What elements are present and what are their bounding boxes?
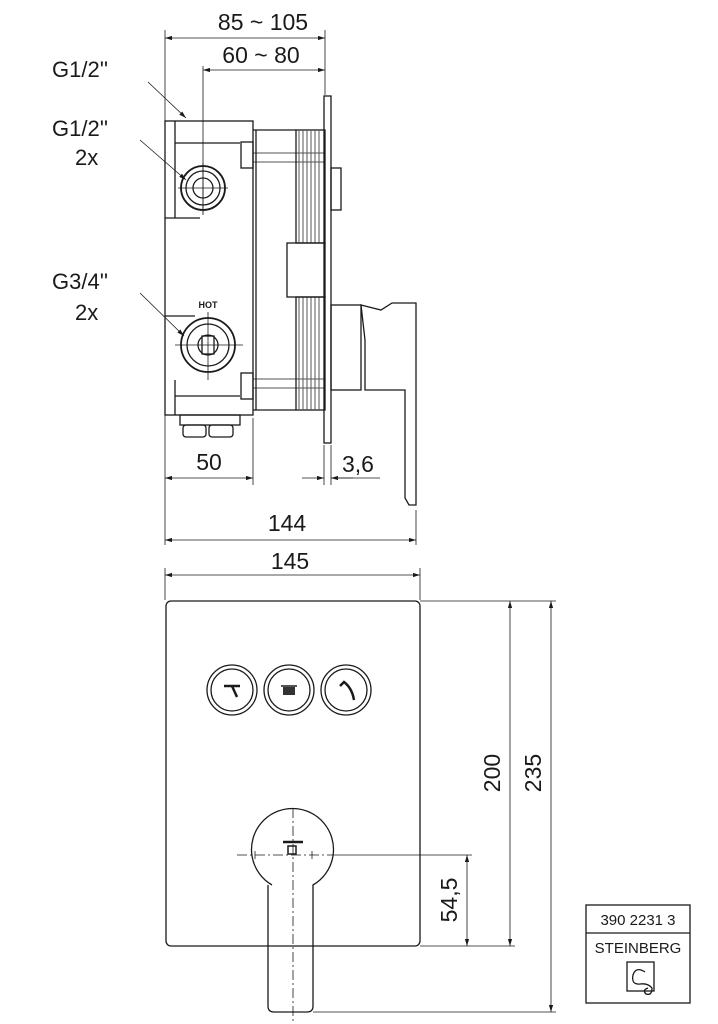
label-inlet-connection: G3/4''	[52, 269, 108, 294]
hand-shower-icon	[339, 680, 356, 701]
dimension-body-width: 50	[165, 449, 253, 481]
brand-name: STEINBERG	[595, 940, 682, 957]
dim-plate-height-label: 200	[479, 754, 505, 792]
dim-plate-width-label: 145	[271, 548, 309, 574]
label-outlet-count: 2x	[75, 145, 98, 170]
bath-spout-icon	[224, 684, 240, 698]
lever-handle-side	[330, 302, 417, 506]
dim-total-height-label: 235	[520, 754, 546, 792]
side-view: 85 ~ 105 60 ~ 80	[52, 9, 417, 545]
steinberg-logo-icon	[626, 961, 655, 996]
inlet-connection-g34: HOT	[175, 300, 243, 380]
dim-axis-depth-label: 60 ~ 80	[222, 42, 299, 68]
dimension-total-depth: 144	[165, 510, 417, 545]
button-knob-side	[330, 167, 342, 211]
dim-body-width-label: 50	[196, 449, 222, 475]
label-outlet-connection: G1/2''	[52, 116, 108, 141]
rain-shower-icon	[281, 685, 297, 695]
dimension-plate-height: 200	[479, 601, 513, 946]
outlet-connection-g12	[178, 163, 228, 213]
wall-plate-side	[323, 95, 332, 444]
valve-body	[164, 120, 324, 438]
dim-plate-thickness-label: 3,6	[342, 451, 374, 477]
diverter-button-rain-shower	[263, 664, 315, 716]
title-block: 390 2231 3 STEINBERG	[585, 904, 691, 1004]
diverter-button-bath	[206, 664, 258, 716]
dimension-handle-axis: 54,5	[436, 855, 470, 946]
dim-overall-depth-label: 85 ~ 105	[218, 9, 308, 35]
ribbed-sleeve	[286, 129, 326, 411]
dim-total-depth-label: 144	[268, 510, 307, 536]
callout-top-connection: G1/2''	[52, 57, 187, 119]
label-top-connection: G1/2''	[52, 57, 108, 82]
dimension-plate-thickness: 3,6	[302, 445, 380, 485]
dimension-overall-depth: 85 ~ 105	[165, 9, 325, 41]
hot-marker: HOT	[199, 300, 219, 310]
cover-plate	[165, 600, 421, 947]
steinberg-logo-icon	[287, 845, 297, 855]
front-view: 145	[164, 548, 556, 1022]
dimension-axis-depth: 60 ~ 80	[203, 42, 325, 73]
dimension-plate-width: 145	[164, 548, 421, 600]
callout-inlet-connection: G3/4'' 2x	[52, 269, 185, 337]
label-inlet-count: 2x	[75, 300, 98, 325]
dim-handle-axis-label: 54,5	[436, 878, 462, 923]
diverter-button-hand-shower	[320, 664, 372, 716]
article-number: 390 2231 3	[600, 912, 675, 929]
callout-outlet-connection: G1/2'' 2x	[52, 116, 187, 181]
lever-handle-front	[237, 807, 472, 1022]
dimension-total-height: 235	[520, 601, 554, 1012]
